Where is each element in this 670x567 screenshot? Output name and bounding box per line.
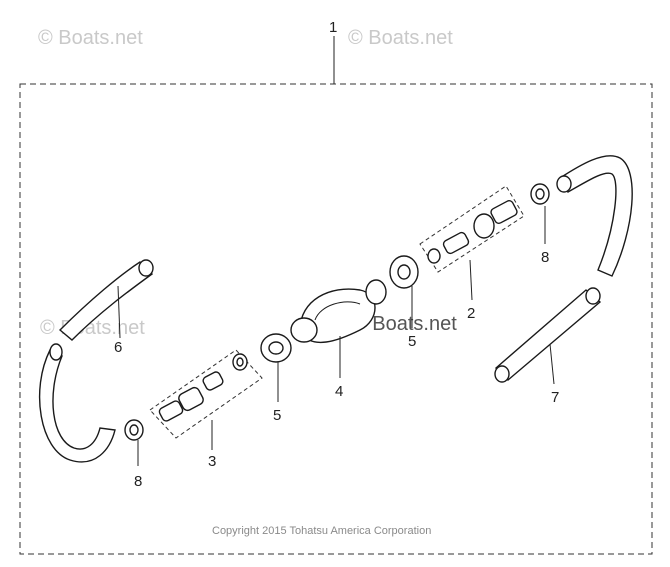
connector-left xyxy=(149,349,263,439)
callout-5a: 5 xyxy=(273,407,281,424)
callout-6: 6 xyxy=(114,339,122,356)
callout-4: 4 xyxy=(335,383,343,400)
connector-right xyxy=(419,185,525,273)
leader-7 xyxy=(549,343,555,385)
watermark: © Boats.net xyxy=(348,27,453,49)
watermark: © Boats.net xyxy=(38,27,143,49)
callout-3: 3 xyxy=(208,453,216,470)
primer-bulb xyxy=(290,279,387,344)
callout-8a: 8 xyxy=(134,473,142,490)
grommet-right xyxy=(389,255,419,289)
callout-8b: 8 xyxy=(541,249,549,266)
hose-left xyxy=(38,259,154,463)
callout-7: 7 xyxy=(551,389,559,406)
copyright-text: Copyright 2015 Tohatsu America Corporati… xyxy=(212,525,431,537)
washer-right xyxy=(530,183,550,205)
callout-5b: 5 xyxy=(408,333,416,350)
leader-2 xyxy=(469,259,473,301)
grommet-left xyxy=(260,333,292,363)
hose-lower-right xyxy=(494,287,602,383)
leader-6 xyxy=(117,285,121,339)
hose-upper-right xyxy=(556,155,633,277)
callout-2: 2 xyxy=(467,305,475,322)
watermark: © Boats.net xyxy=(352,313,457,335)
callout-1: 1 xyxy=(329,19,337,36)
washer-left xyxy=(124,419,144,441)
kit-boundary xyxy=(19,83,653,555)
